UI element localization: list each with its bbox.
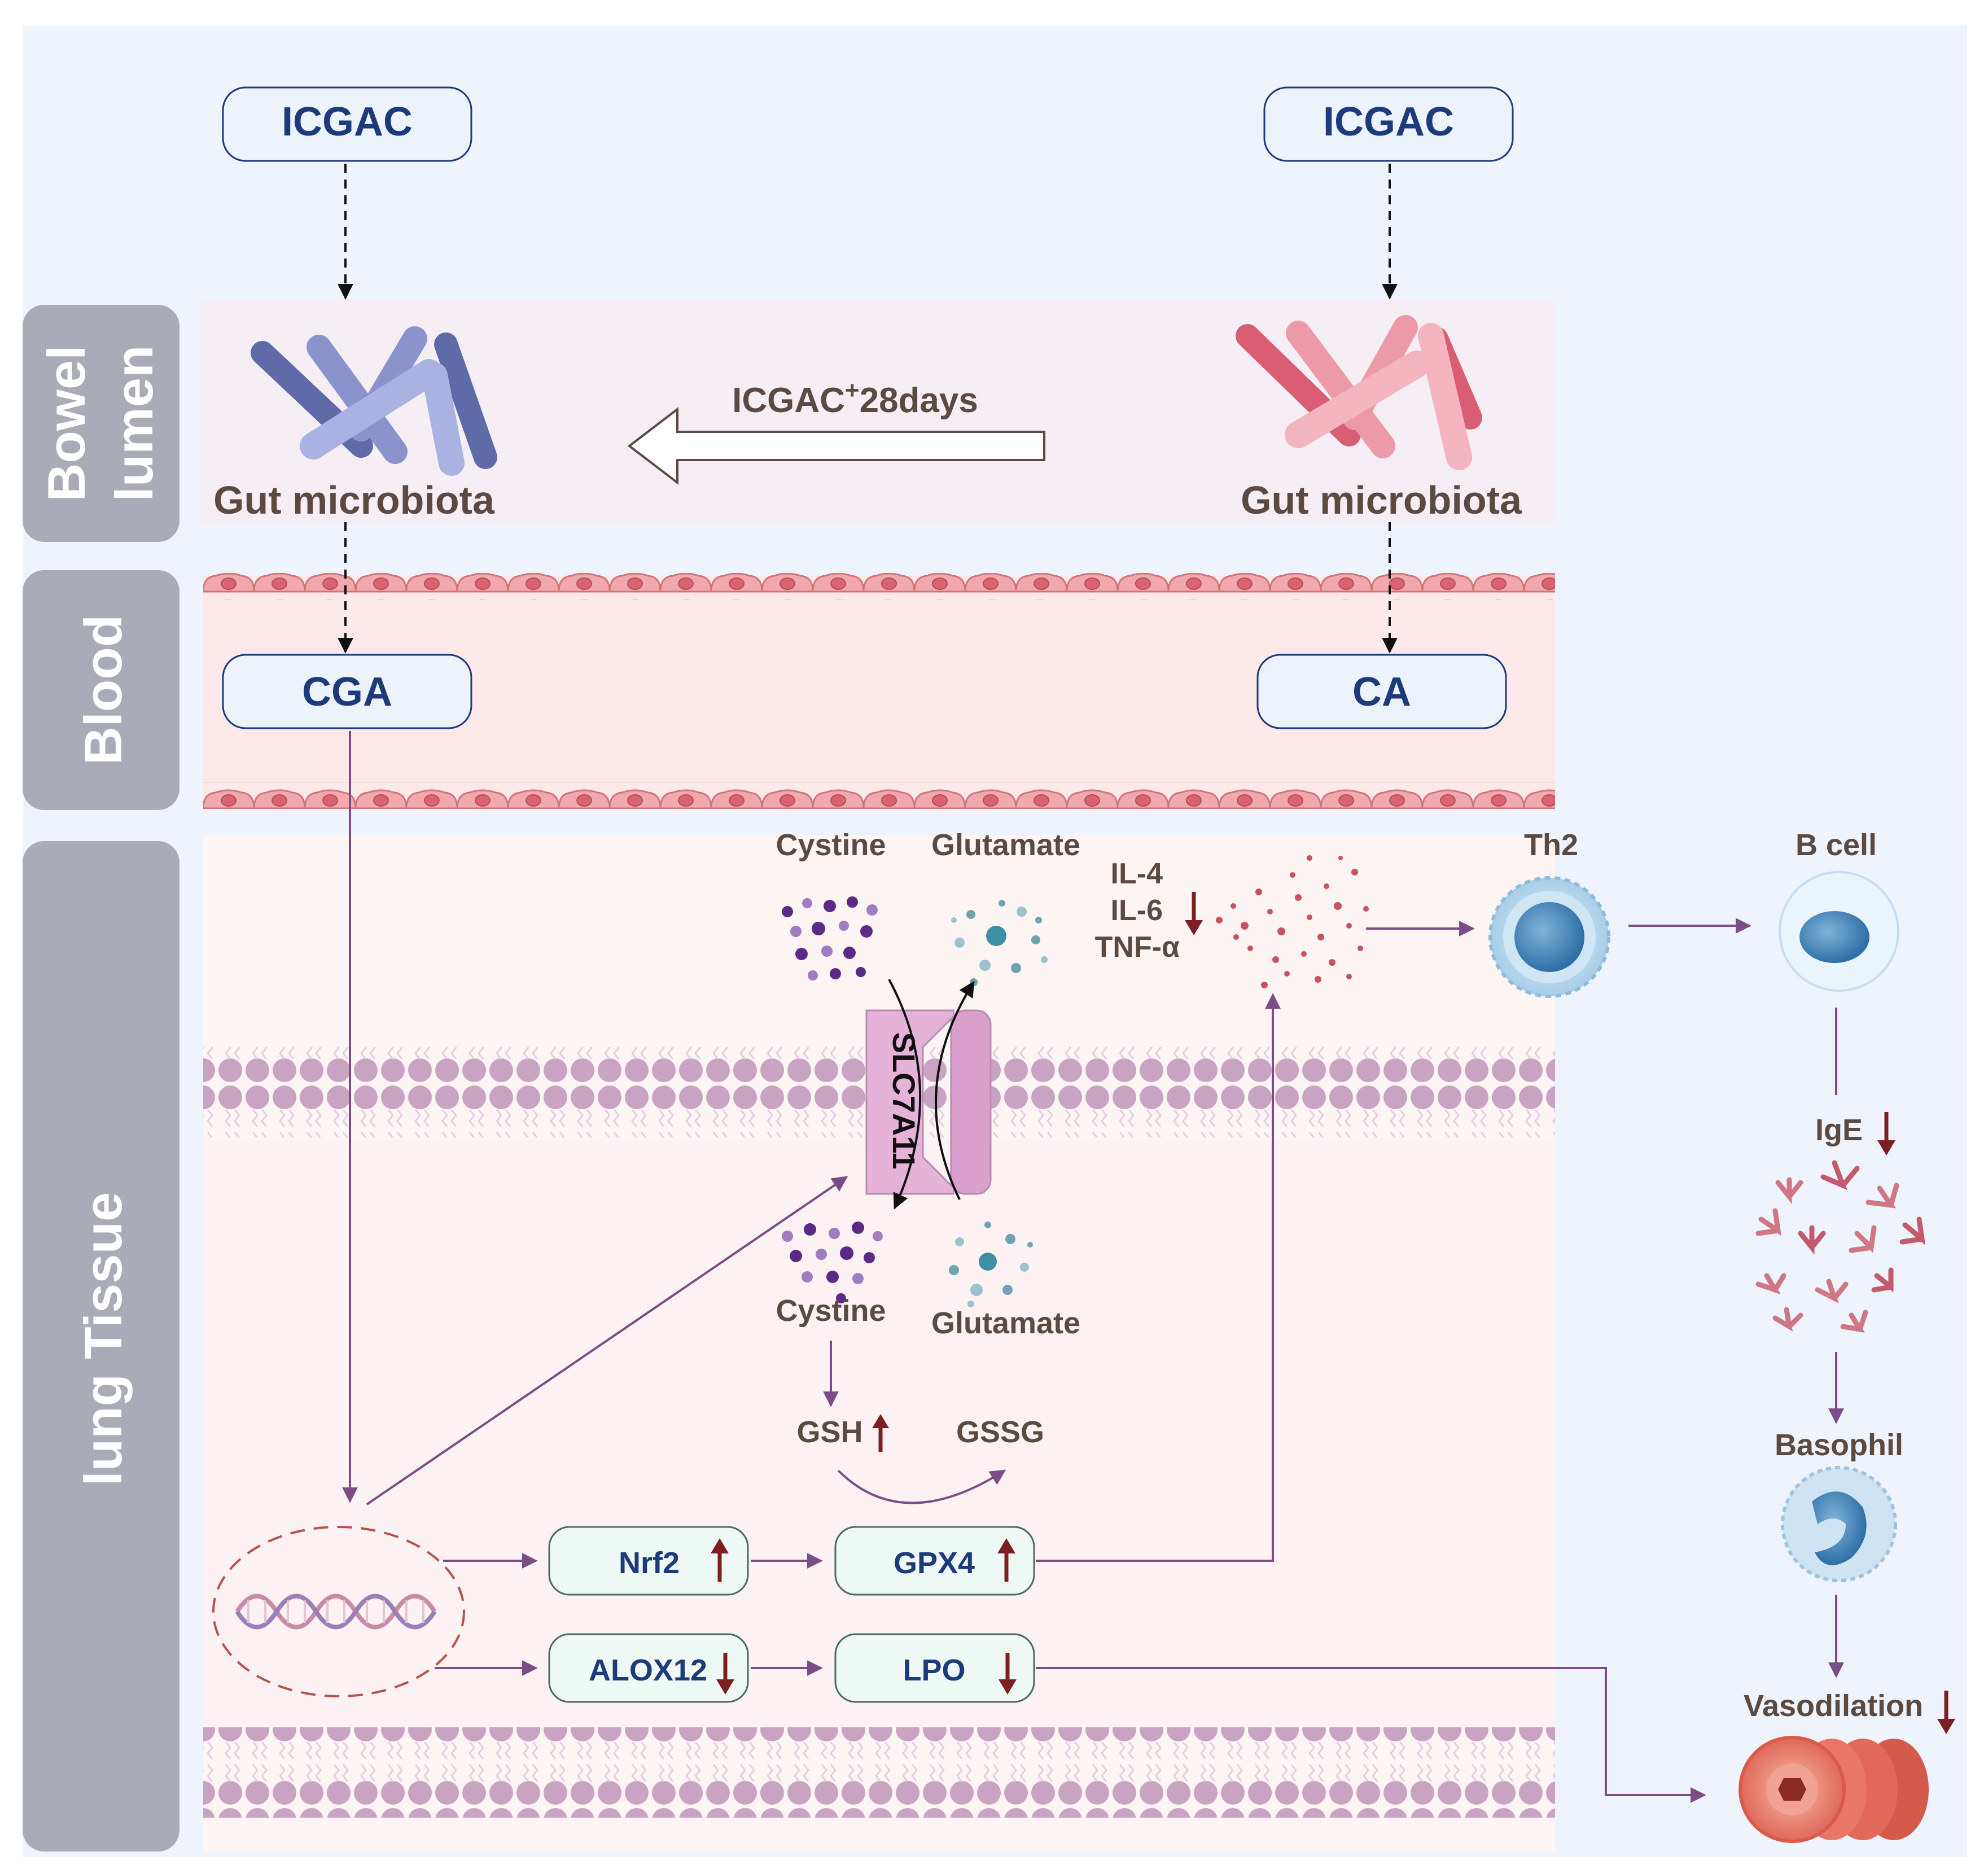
gsh-label: GSH [796, 1415, 862, 1449]
vasodilation-down-arrow-icon [1937, 1691, 1955, 1734]
blood-label: Blood [73, 615, 133, 765]
cga-label: CGA [302, 669, 392, 715]
glutamate-bottom-label: Glutamate [931, 1306, 1080, 1340]
bowel-region [200, 299, 1555, 525]
lpo-label: LPO [903, 1653, 965, 1687]
basophil-label: Basophil [1775, 1428, 1903, 1462]
arrow-nucleus-to-slc7a11 [366, 1176, 848, 1505]
nrf2-label: Nrf2 [619, 1546, 680, 1580]
gpx4-label: GPX4 [894, 1546, 975, 1580]
gut-microbiota-left-label: Gut microbiota [213, 478, 495, 522]
bcell-icon [1779, 871, 1899, 992]
glutamate-top-label: Glutamate [931, 828, 1080, 862]
cell-membrane-bottom [203, 1727, 1555, 1818]
gut-microbiota-right-label: Gut microbiota [1241, 478, 1522, 522]
bowel-lumen-label-2: lumen [104, 345, 164, 502]
nrf2-up-arrow-icon [711, 1538, 729, 1582]
endothelium-bottom [203, 782, 1555, 809]
nucleus-outline [212, 1526, 465, 1697]
ca-box [1256, 654, 1507, 729]
il4-label: IL-4 [1111, 857, 1163, 890]
gpx4-up-arrow-icon [997, 1538, 1015, 1582]
cga-box [222, 654, 472, 729]
gpx4-box [834, 1526, 1035, 1596]
alox12-box [548, 1633, 749, 1703]
arrow-gsh-to-gssg [837, 1469, 1006, 1504]
il6-label: IL-6 [1111, 894, 1163, 927]
endothelium-top [203, 573, 1555, 600]
bowel-lumen-label-1: Bowel [37, 345, 96, 502]
icgac-right-label: ICGAC [1323, 99, 1454, 145]
alox12-label: ALOX12 [589, 1653, 707, 1687]
cystine-top-molecules [782, 896, 878, 981]
ige-down-arrow-icon [1877, 1112, 1895, 1155]
bowel-lumen-tab [23, 305, 179, 542]
lung-tissue-label: lung Tissue [73, 1192, 133, 1486]
vasodilation-label: Vasodilation [1744, 1689, 1923, 1723]
glutamate-bottom-molecules [949, 1222, 1033, 1307]
gut-microbiota-left-icon [251, 326, 497, 476]
icgac-right-box [1263, 86, 1514, 162]
gsh-up-arrow-icon [872, 1414, 889, 1452]
icgac-left-label: ICGAC [282, 99, 413, 145]
slc7a11-transporter-right [950, 1009, 992, 1195]
lpo-box [834, 1633, 1035, 1703]
alox12-down-arrow-icon [716, 1653, 734, 1695]
icgac-left-box [222, 86, 472, 162]
arrow-gpx4-to-cytokines [1036, 993, 1281, 1562]
arrow-lpo-to-vasodilation [1036, 1667, 1706, 1803]
treatment-hollow-arrow [627, 406, 1045, 485]
ige-label: IgE [1815, 1113, 1863, 1147]
tnfa-label: TNF-α [1095, 931, 1180, 964]
th2-cell-icon [1488, 876, 1610, 998]
nrf2-box [548, 1526, 749, 1596]
lpo-down-arrow-icon [999, 1653, 1017, 1695]
cytokines-down-arrow-icon [1185, 892, 1203, 935]
lung-tissue-tab [23, 841, 179, 1852]
glutamate-export-arrow [935, 981, 975, 1200]
treatment-label: ICGAC+28days [732, 377, 978, 420]
cystine-top-label: Cystine [776, 828, 886, 862]
cystine-bottom-molecules [782, 1222, 883, 1303]
glutamate-top-molecules [951, 900, 1048, 986]
blood-tab [23, 570, 179, 810]
ige-antibodies-icon [1755, 1160, 1926, 1333]
cytokine-particles [1216, 855, 1369, 988]
ca-label: CA [1352, 669, 1411, 715]
gut-microbiota-right-icon [1236, 315, 1482, 470]
cystine-bottom-label: Cystine [776, 1294, 886, 1328]
gssg-label: GSSG [956, 1415, 1044, 1449]
blood-vessel-icon [1739, 1736, 1929, 1843]
bcell-label: B cell [1796, 828, 1877, 862]
cystine-import-arrow [888, 979, 922, 1210]
th2-label: Th2 [1524, 828, 1578, 862]
basophil-cell-icon [1781, 1466, 1897, 1582]
dna-helix-icon [235, 1594, 437, 1630]
